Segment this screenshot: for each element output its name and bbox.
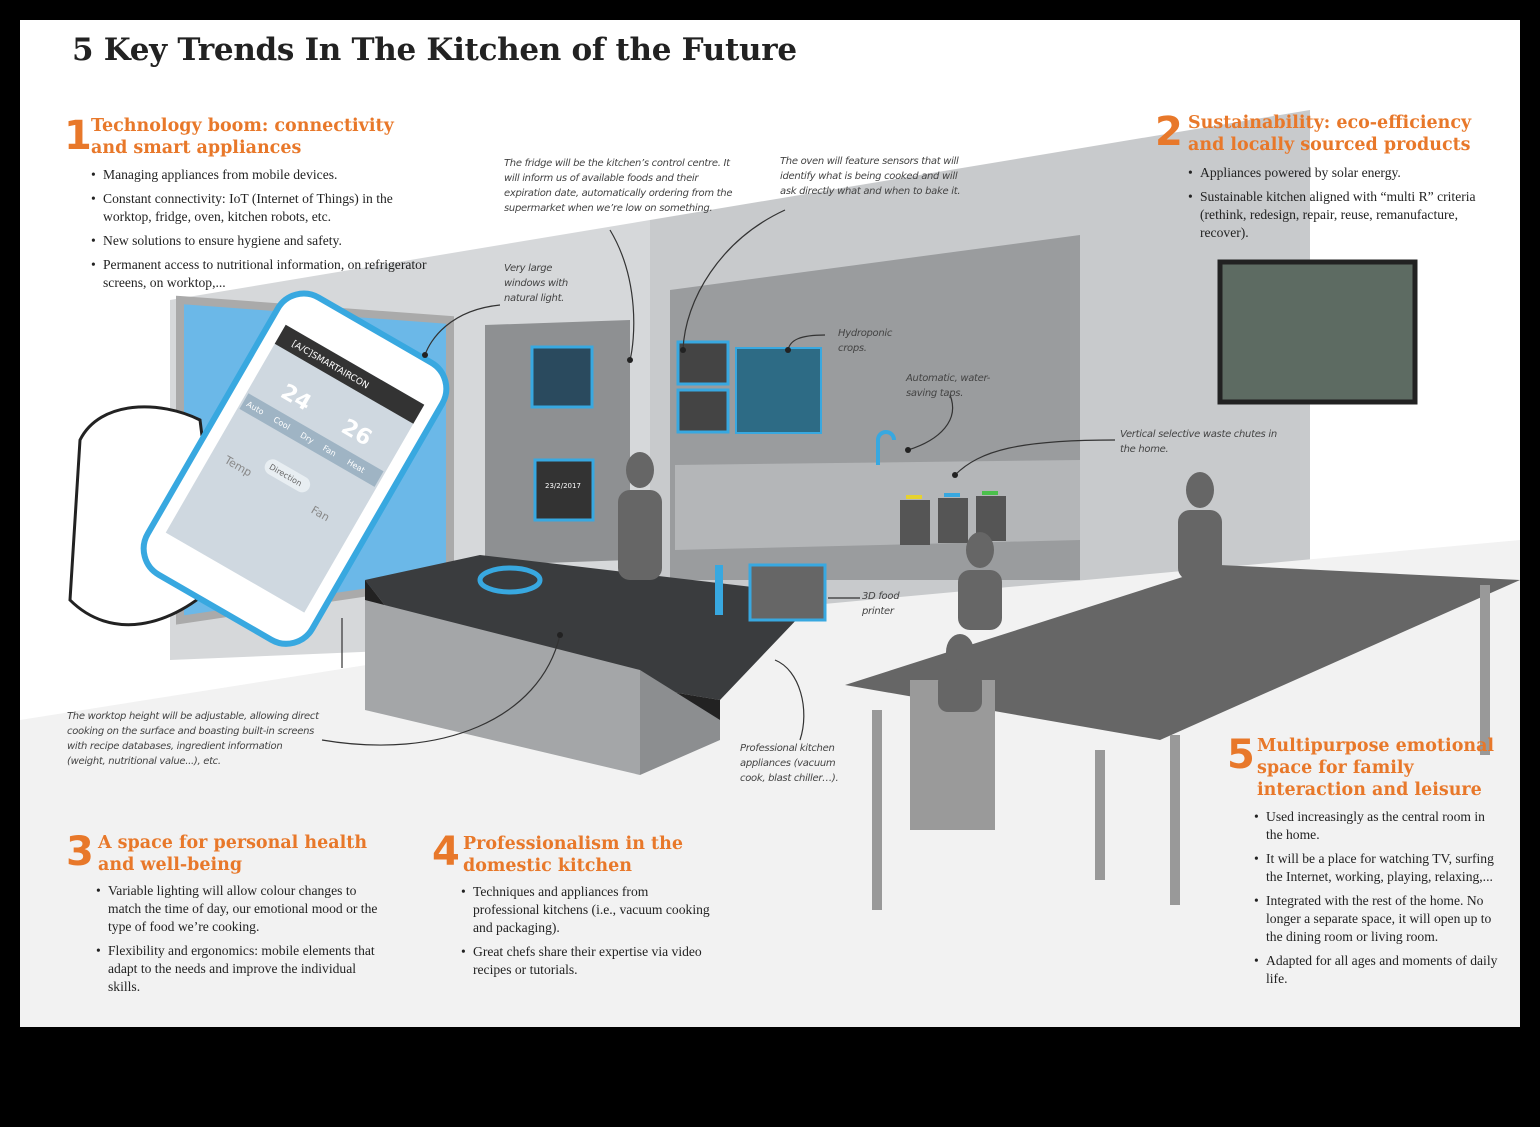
person-reading xyxy=(1186,472,1214,508)
fridge-lower-screen xyxy=(533,458,595,522)
bullet: Great chefs share their expertise via vi… xyxy=(461,943,711,979)
fridge-screen xyxy=(530,345,594,409)
callout-worktop: The worktop height will be adjustable, a… xyxy=(67,711,319,767)
bullet: It will be a place for watching TV, surf… xyxy=(1254,850,1499,886)
table-top xyxy=(845,565,1520,740)
island-base xyxy=(365,600,640,775)
3d-food-printer xyxy=(748,563,827,622)
island-top xyxy=(365,555,820,700)
smartphone: [A/C]SMARTAIRCON 24 26 Auto Cool Dry Fan… xyxy=(140,290,450,647)
oven xyxy=(676,388,730,434)
fridge-date: 23/2/2017 xyxy=(545,482,581,490)
section-5-number: 5 xyxy=(1227,732,1255,778)
callout-hydroponic: Hydroponic crops. xyxy=(838,328,893,354)
hydroponic-garden xyxy=(735,347,822,434)
callout-lines xyxy=(321,209,1116,746)
callout-waste: Vertical selective waste chutes in the h… xyxy=(1120,429,1277,455)
section-3-bullets: Variable lighting will allow colour chan… xyxy=(96,882,381,1002)
counter xyxy=(675,460,1080,550)
person-child xyxy=(966,532,994,568)
phone-direction-button[interactable] xyxy=(262,456,313,495)
section-3-number: 3 xyxy=(66,829,94,875)
waste-chute-blue xyxy=(938,498,968,543)
kitchen-illustration: 23/2/2017 [A/C]SMARTAIRCON 24 26 Auto Co… xyxy=(20,110,1520,1027)
callout-3d-printer: 3D food printer xyxy=(862,591,900,617)
section-2-bullets: Appliances powered by solar energy. Susta… xyxy=(1188,164,1478,248)
callout-fridge: The fridge will be the kitchen’s control… xyxy=(504,158,733,214)
bullet: Variable lighting will allow colour chan… xyxy=(96,882,381,936)
bullet: Techniques and appliances from professio… xyxy=(461,883,711,937)
bullet: Appliances powered by solar energy. xyxy=(1188,164,1478,182)
induction-hob xyxy=(477,565,543,595)
tap xyxy=(876,430,896,465)
bullet: Integrated with the rest of the home. No… xyxy=(1254,892,1499,946)
person-kid xyxy=(946,634,974,670)
page-title: 5 Key Trends In The Kitchen of the Futur… xyxy=(72,32,797,68)
section-4-bullets: Techniques and appliances from professio… xyxy=(461,883,711,985)
section-4-number: 4 xyxy=(432,829,460,875)
bullet: Managing appliances from mobile devices. xyxy=(91,166,436,184)
section-1-bullets: Managing appliances from mobile devices.… xyxy=(91,166,436,298)
waste-chute-yellow xyxy=(900,500,930,545)
callout-taps: Automatic, water-saving taps. xyxy=(906,373,991,399)
tv xyxy=(1217,259,1418,405)
callout-professional: Professional kitchen appliances (vacuum … xyxy=(740,743,839,784)
section-2-number: 2 xyxy=(1155,109,1183,155)
section-5-bullets: Used increasingly as the central room in… xyxy=(1254,808,1499,994)
bullet: Adapted for all ages and moments of dail… xyxy=(1254,952,1499,988)
bullet: Sustainable kitchen aligned with “multi … xyxy=(1188,188,1478,242)
section-1-number: 1 xyxy=(64,113,92,159)
bullet: Permanent access to nutritional informat… xyxy=(91,256,436,292)
callout-oven: The oven will feature sensors that will … xyxy=(780,156,961,197)
bullet: New solutions to ensure hygiene and safe… xyxy=(91,232,436,250)
person-cook xyxy=(626,452,654,488)
bullet: Flexibility and ergonomics: mobile eleme… xyxy=(96,942,381,996)
infographic: 23/2/2017 [A/C]SMARTAIRCON 24 26 Auto Co… xyxy=(20,20,1520,1027)
bullet: Constant connectivity: IoT (Internet of … xyxy=(91,190,436,226)
callout-windows: Very large windows with natural light. xyxy=(504,263,568,304)
phone-mode-bar xyxy=(239,393,384,487)
oven-screen xyxy=(676,340,730,386)
bullet: Used increasingly as the central room in… xyxy=(1254,808,1499,844)
